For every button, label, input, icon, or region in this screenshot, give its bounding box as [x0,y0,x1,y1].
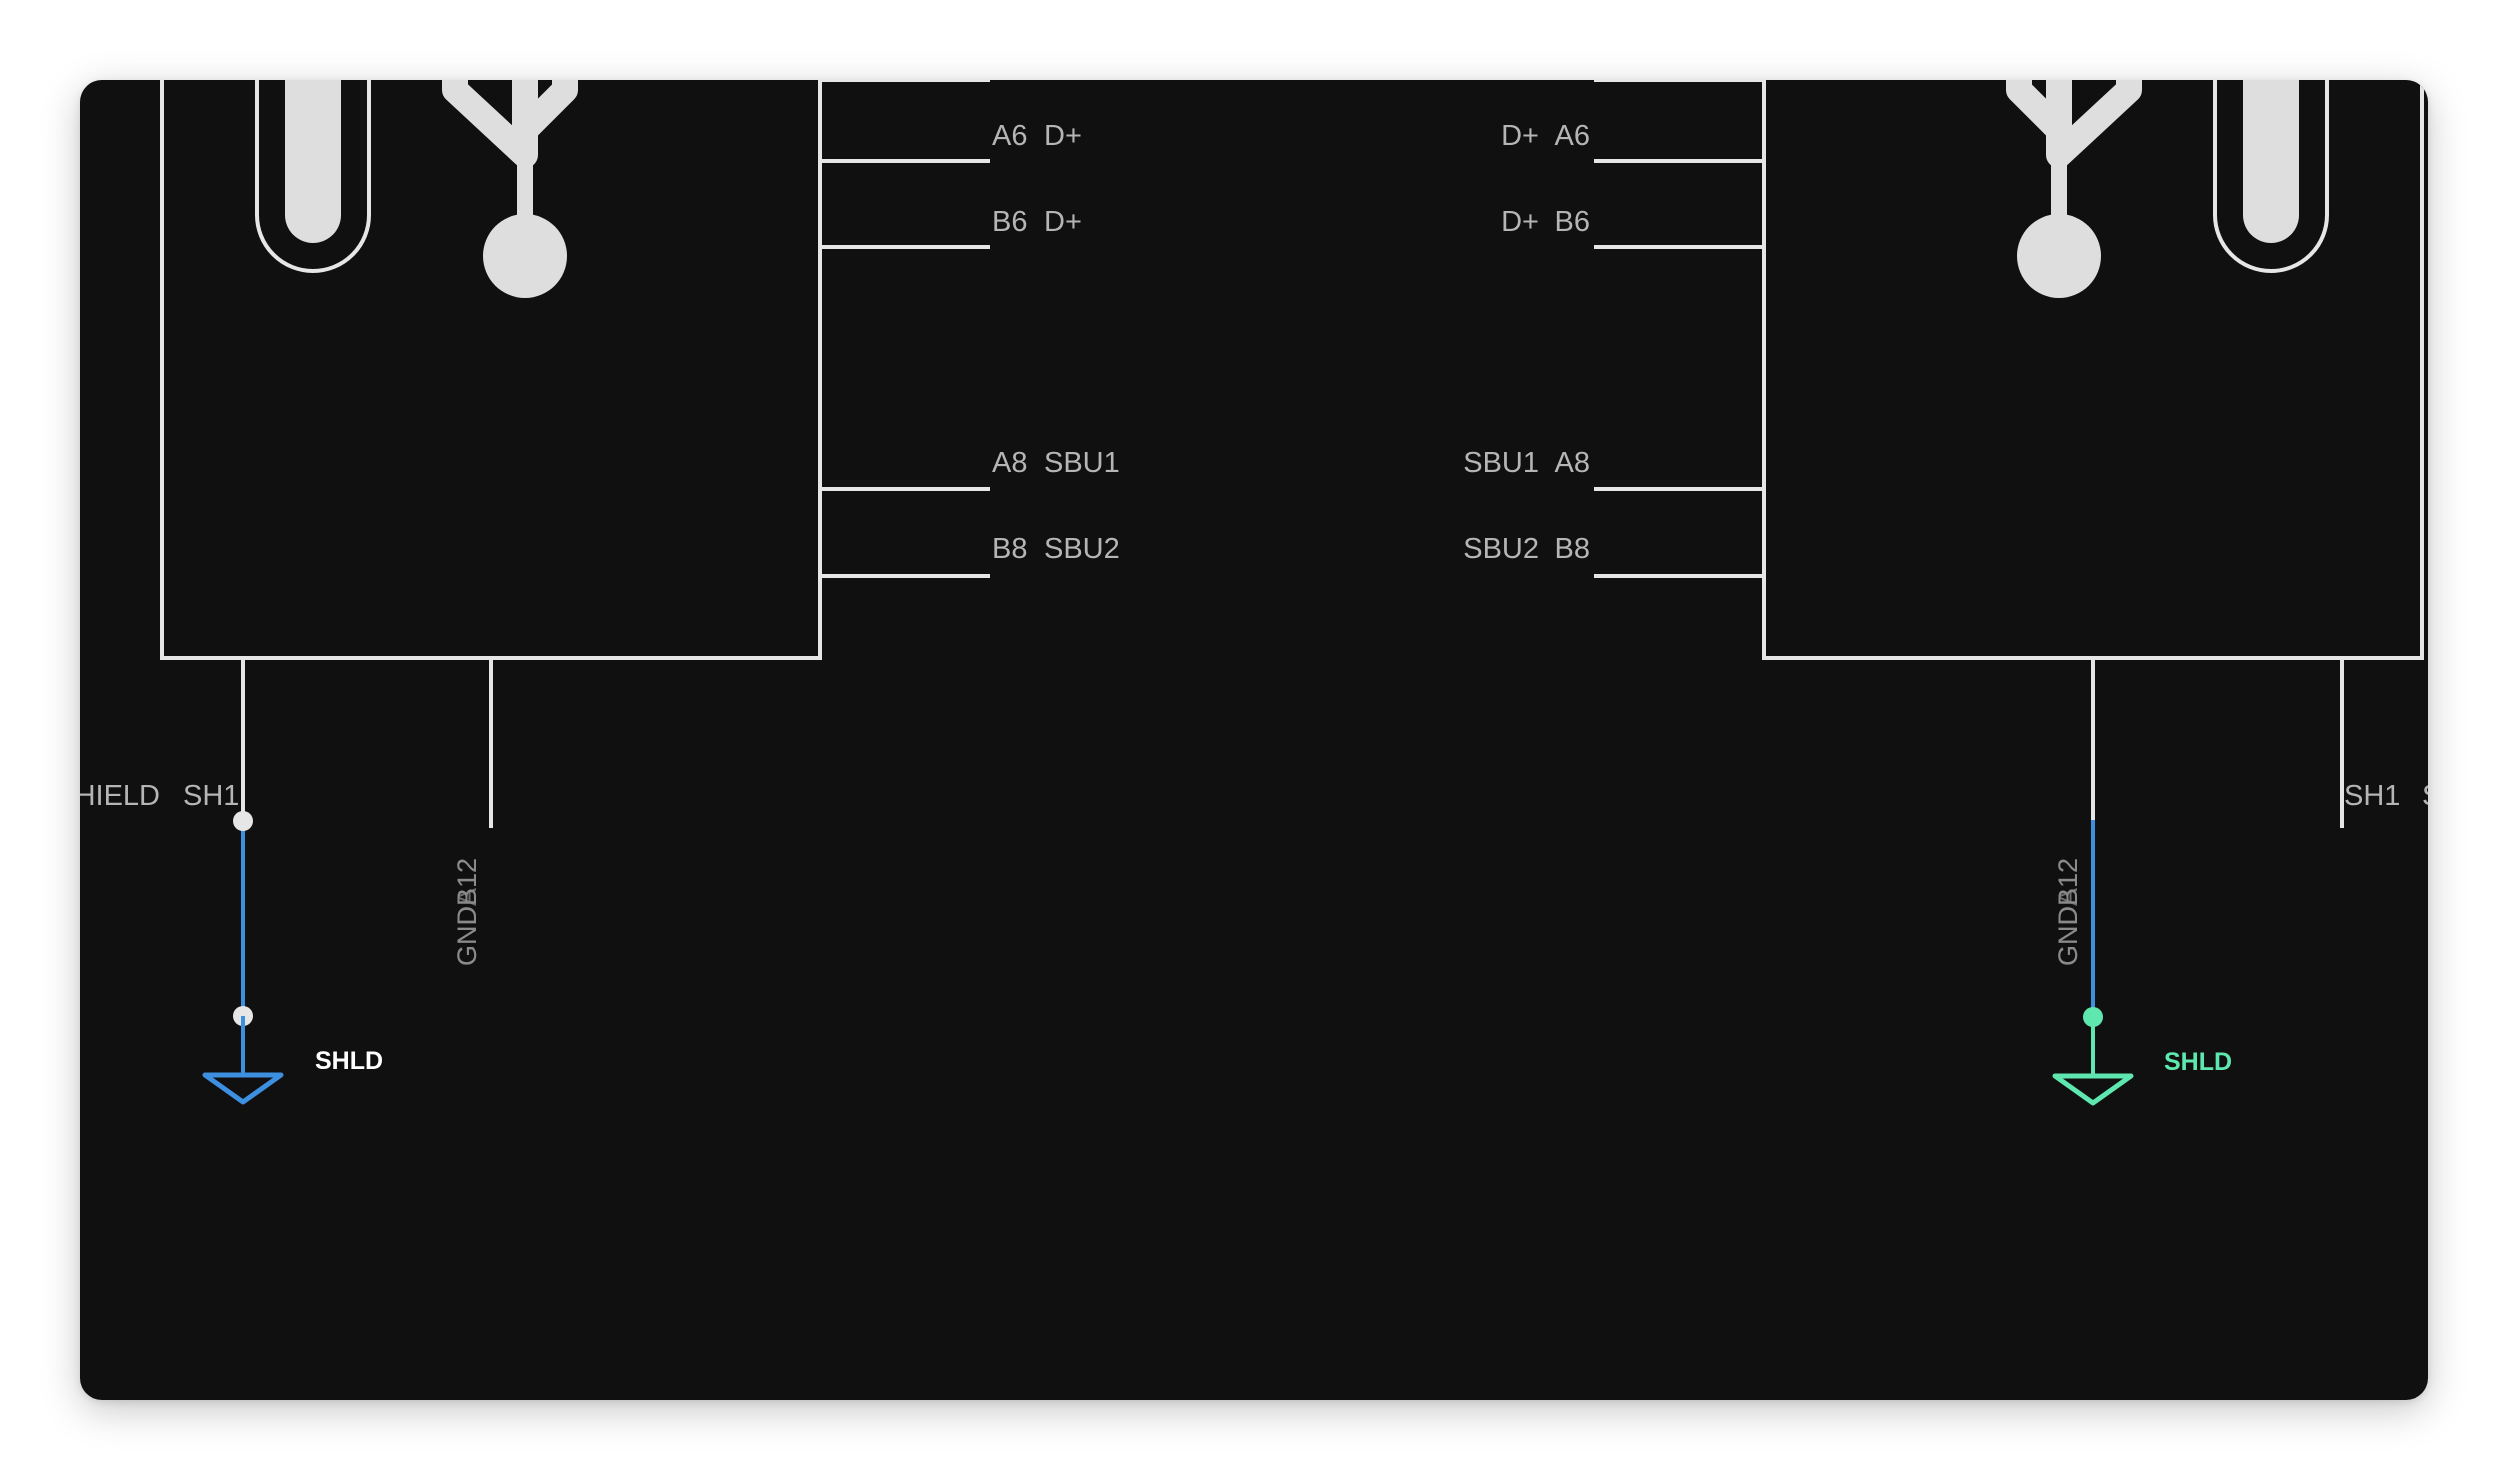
left-pin-labels: A6 D+ B6 D+ A8 SBU1 B8 SBU2 SHIELD SH1 G… [80,120,1120,966]
right-connector-body[interactable] [1762,80,2424,660]
left-shield-label: SHIELD [80,780,160,812]
left-usb-plug-fill [285,80,341,243]
left-gnd-label: GNDB12 [452,858,482,966]
right-pin-a6-label: A6 [1555,120,1590,152]
left-shld-wire[interactable]: SHLD [202,811,383,1105]
right-pin-labels: A6 D+ B6 D+ A8 SBU1 B8 SBU2 SH1 S GNDB12… [1463,120,2428,966]
left-connector-body[interactable] [160,80,822,660]
left-pin-b8-label: B8 [992,533,1027,565]
right-shld-net-label: SHLD [2164,1048,2232,1076]
left-usb-plug-outline [255,80,371,273]
right-pin-b8-label: B8 [1555,533,1590,565]
right-pin-a6-name: D+ [1501,120,1539,152]
right-shield-label-cut: S [2422,780,2428,812]
schematic-svg[interactable]: A6 D+ B6 D+ A8 SBU1 B8 SBU2 SHIELD SH1 G… [80,80,2428,1400]
left-pin-a8-label: A8 [992,447,1027,479]
left-shld-net-label: SHLD [315,1047,383,1075]
schematic-canvas[interactable]: A6 D+ B6 D+ A8 SBU1 B8 SBU2 SHIELD SH1 G… [80,80,2428,1400]
left-pin-a6-name: D+ [1044,120,1082,152]
right-shld-wire[interactable]: SHLD [2052,820,2232,1106]
right-sh1-label: SH1 [2344,780,2400,812]
right-ground-symbol[interactable] [2052,1073,2134,1106]
left-ground-symbol[interactable] [202,1072,284,1105]
left-wire-start-junction[interactable] [233,811,253,831]
left-pin-b8-name: SBU2 [1044,533,1120,565]
left-usb-icon [442,80,578,298]
right-gnd-label-overlap: GNDA12 [2053,858,2083,966]
right-usb-connector[interactable] [1594,80,2424,828]
left-usb-connector[interactable] [160,80,990,828]
left-gnd-label-overlap: GNDA12 [452,858,482,966]
right-pin-b6-name: D+ [1501,206,1539,238]
left-pin-b6-name: D+ [1044,206,1082,238]
right-pin-a8-label: A8 [1555,447,1590,479]
right-pin-a8-name: SBU1 [1463,447,1539,479]
left-pin-a8-name: SBU1 [1044,447,1120,479]
right-pin-b8-name: SBU2 [1463,533,1539,565]
right-pin-b6-label: B6 [1555,206,1590,238]
right-usb-plug-fill [2243,80,2299,243]
right-usb-plug-outline [2213,80,2329,273]
left-pin-b6-label: B6 [992,206,1027,238]
left-pin-a6-label: A6 [992,120,1027,152]
right-gnd-label: GNDB12 [2053,858,2083,966]
right-usb-icon [2006,80,2142,298]
left-sh1-label: SH1 [183,780,239,812]
